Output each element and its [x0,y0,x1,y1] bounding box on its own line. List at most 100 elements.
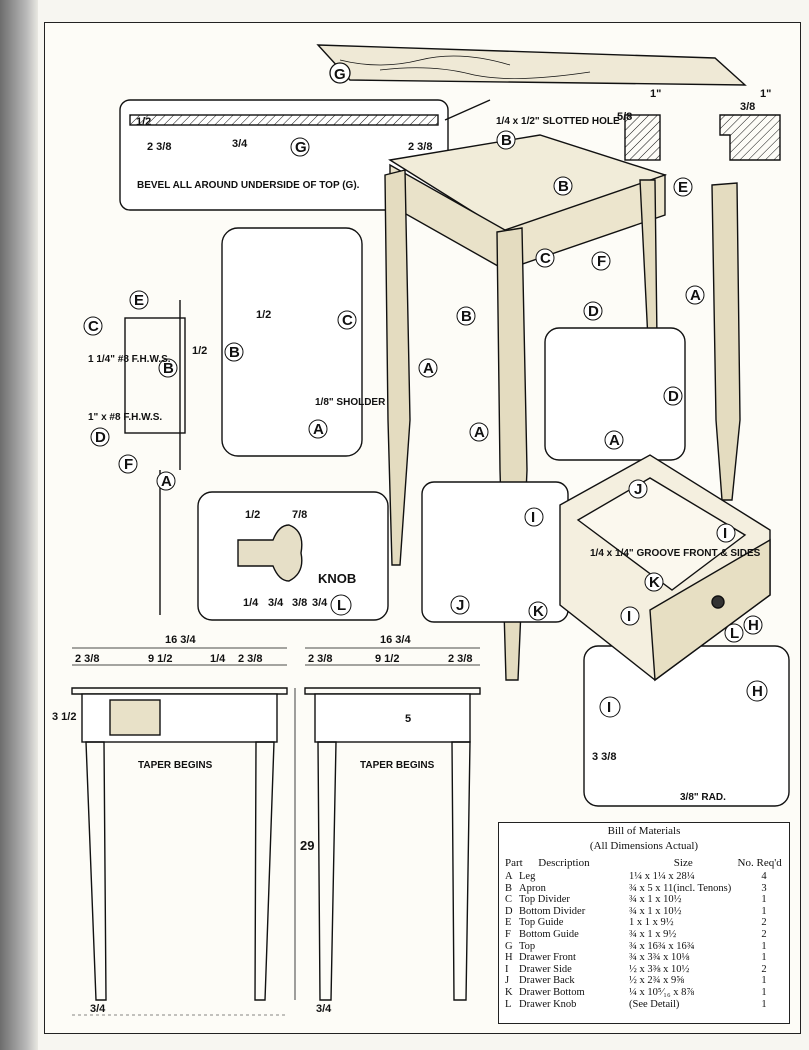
svg-text:A: A [423,360,434,377]
knob-dim-6: 3/4 [312,597,328,609]
label-d-mid: D [583,301,603,321]
bom-qty: 3 [761,882,767,894]
label-i-drawer-r: I [716,523,736,543]
svg-text:E: E [134,292,144,309]
label-a-right: A [685,285,705,305]
knob-dim-4: 3/4 [268,597,284,609]
book-gutter [0,0,38,1050]
bom-qty: 1 [761,986,767,998]
rad-note: 3/8" RAD. [680,792,726,803]
apron-joint-detail [221,227,363,457]
dim-corner-3: 5/8 [617,111,632,123]
bom-qty: 4 [761,871,767,882]
knob-dim-1: 1/2 [245,509,260,521]
label-h-front: H [746,680,768,702]
label-c-joint: C [337,310,357,330]
label-b-top: B [496,130,516,150]
leg-a-back [639,179,658,341]
dim-corner-1: 1" [650,88,661,100]
svg-text:D: D [95,429,106,446]
bom-size: ½ x 2¾ x 9⅝ [629,975,685,987]
svg-text:G: G [295,139,307,156]
label-k-back: K [528,601,548,621]
svg-text:J: J [456,597,464,614]
label-c-mid: C [535,248,555,268]
svg-text:H: H [752,683,763,700]
slotted-hole-note: 1/4 x 1/2" SLOTTED HOLE [496,116,620,127]
label-e-top: E [673,177,693,197]
svg-text:A: A [313,421,324,438]
bom-title: Bill of Materials [607,825,681,837]
knob-profile [237,524,303,582]
label-a-screw: A [156,471,176,491]
svg-text:F: F [597,253,606,270]
svg-text:I: I [607,699,611,716]
label-g-top: G [329,62,351,84]
svg-text:E: E [678,179,688,196]
svg-text:F: F [124,456,133,473]
bom-header: Part Description Size No. Req'd [505,857,789,869]
bom-qty: 1 [761,894,767,906]
dim-overall-side: 16 3/4 [380,634,411,646]
bom-description: Drawer Knob [519,998,577,1010]
svg-text:B: B [461,308,472,325]
dim-margin-right-side: 2 3/8 [448,653,472,665]
bom-header-part: Part [505,857,523,869]
bom-qty: 1 [761,975,767,987]
svg-text:A: A [609,432,620,449]
svg-text:A: A [161,473,172,490]
screw-note-2: 1" x #8 F.H.W.S. [88,412,162,423]
bom-description: Top [519,940,536,952]
label-h-drawer: H [743,615,763,635]
bom-part: G [505,940,513,952]
label-j-back: J [450,595,470,615]
label-i-back: I [524,507,544,527]
label-g-bevel: G [290,137,310,157]
screw-note-1: 1 1/4" #8 F.H.W.S. [88,354,171,365]
bom-qty: 1 [761,905,767,917]
label-f-screw: F [118,454,138,474]
dim-leg-bottom-front: 3/4 [90,1003,106,1015]
svg-text:L: L [337,597,346,614]
bom-qty: 2 [761,928,767,940]
bom-part: E [505,917,512,929]
groove-note: 1/4 x 1/4" GROOVE FRONT & SIDES [590,548,761,559]
svg-text:D: D [668,388,679,405]
bom-size: 1 x 1 x 9½ [629,917,674,929]
svg-text:B: B [501,132,512,149]
svg-text:K: K [649,574,660,591]
bom-description: Drawer Bottom [519,986,585,998]
dim-apron-height: 5 [405,713,411,725]
front-elevation [71,687,288,695]
dim-bevel-3: 3/4 [232,138,248,150]
knob-dim-3: 1/4 [243,597,259,609]
dim-corner-2: 1" [760,88,771,100]
svg-text:D: D [588,303,599,320]
bom-size: ¾ x 16¾ x 16¾ [629,940,695,952]
bom-description: Top Divider [519,894,570,906]
bom-part: F [505,928,511,940]
label-i-drawer-l: I [620,606,640,626]
svg-text:A: A [474,424,485,441]
bom-part: H [505,952,513,964]
label-a-joint: A [308,419,328,439]
label-b-left: B [456,306,476,326]
knob-title: KNOB [318,571,356,586]
bom-part: L [505,998,512,1010]
bom-qty: 1 [761,952,767,964]
bom-size: (See Detail) [629,998,680,1010]
dim-quarter: 1/4 [210,653,226,665]
bevel-note-line: BEVEL ALL AROUND UNDERSIDE OF TOP (G). [137,180,360,191]
bom-part: K [505,986,513,998]
bom-qty: 1 [761,940,767,952]
knob-dim-5: 3/8 [292,597,307,609]
label-a-front: A [469,422,489,442]
bom-description: Apron [519,882,546,894]
